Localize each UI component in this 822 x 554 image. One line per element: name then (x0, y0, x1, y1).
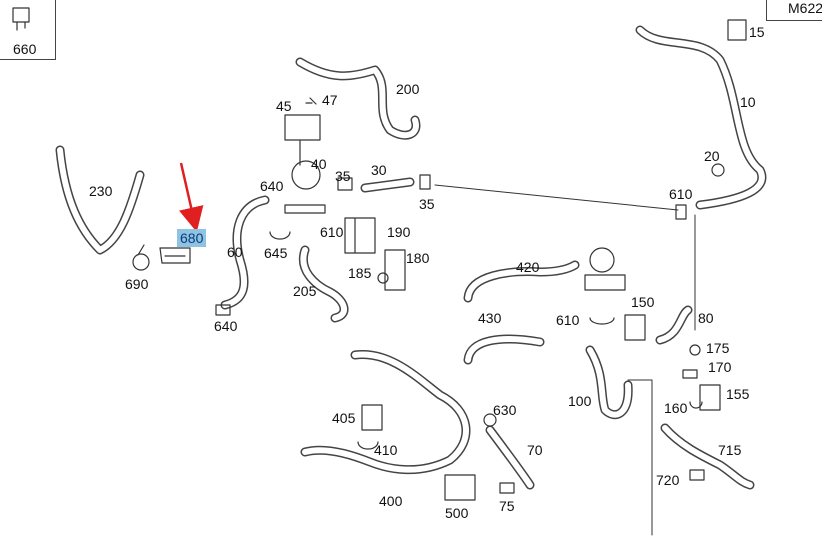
part-label[interactable]: 35 (335, 168, 351, 184)
clip-610-c (589, 317, 615, 325)
leader-line (434, 184, 696, 331)
part-label[interactable]: 47 (322, 92, 338, 108)
part-label[interactable]: 100 (568, 393, 592, 409)
bracket-680 (159, 247, 191, 264)
clamp-630 (483, 413, 497, 427)
part-label[interactable]: 200 (396, 81, 420, 97)
part-label[interactable]: 40 (311, 156, 327, 172)
part-label[interactable]: 230 (89, 183, 113, 199)
aux-pump (584, 247, 626, 291)
clamp-160 (689, 401, 703, 409)
part-label[interactable]: 185 (348, 265, 372, 281)
clamp-75 (499, 482, 515, 494)
part-label[interactable]: 190 (387, 224, 411, 240)
part-label[interactable]: 60 (227, 244, 243, 260)
part-660-shape (12, 7, 30, 31)
corner-inset-label: 660 (13, 41, 37, 57)
model-code-box (766, 0, 822, 21)
part-label[interactable]: 405 (332, 410, 356, 426)
part-label[interactable]: 70 (527, 442, 543, 458)
part-label[interactable]: 35 (419, 196, 435, 212)
part-label[interactable]: 640 (260, 178, 284, 194)
sensor-15 (727, 19, 747, 41)
part-label[interactable]: 420 (516, 259, 540, 275)
bracket-405 (361, 404, 383, 431)
highlighted-part-label[interactable]: 680 (177, 229, 207, 247)
part-label[interactable]: 410 (374, 442, 398, 458)
washer-185 (377, 272, 389, 284)
callout-arrow (179, 162, 204, 233)
part-label[interactable]: 500 (445, 505, 469, 521)
bolt-47 (305, 97, 317, 105)
part-label[interactable]: 720 (656, 472, 680, 488)
part-label[interactable]: 180 (406, 250, 430, 266)
part-label[interactable]: 15 (749, 24, 765, 40)
part-label[interactable]: 610 (556, 312, 580, 328)
clamp-170 (682, 369, 698, 379)
part-label[interactable]: 630 (493, 402, 517, 418)
nut-20 (711, 163, 725, 177)
part-label[interactable]: 80 (698, 310, 714, 326)
part-label[interactable]: 160 (664, 400, 688, 416)
model-code-label: M622 (788, 0, 822, 16)
part-label[interactable]: 45 (276, 98, 292, 114)
part-label[interactable]: 20 (704, 148, 720, 164)
hose-10 (635, 25, 767, 210)
part-label[interactable]: 10 (740, 94, 756, 110)
part-label[interactable]: 610 (669, 186, 693, 202)
part-label[interactable]: 400 (379, 493, 403, 509)
part-label[interactable]: 170 (708, 359, 732, 375)
valve-150 (624, 314, 646, 341)
leader-line-b (627, 379, 653, 536)
part-label[interactable]: 715 (718, 442, 742, 458)
pump-40 (284, 160, 326, 214)
clip-610-a (269, 231, 291, 240)
part-label[interactable]: 175 (706, 340, 730, 356)
part-label[interactable]: 610 (320, 224, 344, 240)
clip-610-b (675, 204, 687, 220)
part-label[interactable]: 645 (264, 245, 288, 261)
mount-500 (444, 474, 476, 501)
corner-inset-box (0, 0, 56, 60)
clamp-410 (357, 441, 379, 450)
part-label[interactable]: 155 (726, 386, 750, 402)
clamp-720 (689, 469, 705, 481)
clip-175 (689, 344, 701, 356)
part-label[interactable]: 640 (214, 318, 238, 334)
part-label[interactable]: 150 (631, 294, 655, 310)
clamp-690 (132, 244, 150, 271)
clamp-35-b (419, 174, 431, 190)
bracket-45 (284, 114, 321, 166)
clip-640-lower (215, 304, 231, 316)
bracket-180 (384, 249, 406, 291)
clamp-35-a (337, 177, 353, 191)
part-label[interactable]: 205 (293, 283, 317, 299)
part-label[interactable]: 690 (125, 276, 149, 292)
part-label[interactable]: 75 (499, 498, 515, 514)
part-label[interactable]: 30 (371, 162, 387, 178)
bracket-155 (699, 384, 721, 411)
part-label[interactable]: 430 (478, 310, 502, 326)
bracket-190 (344, 217, 376, 254)
